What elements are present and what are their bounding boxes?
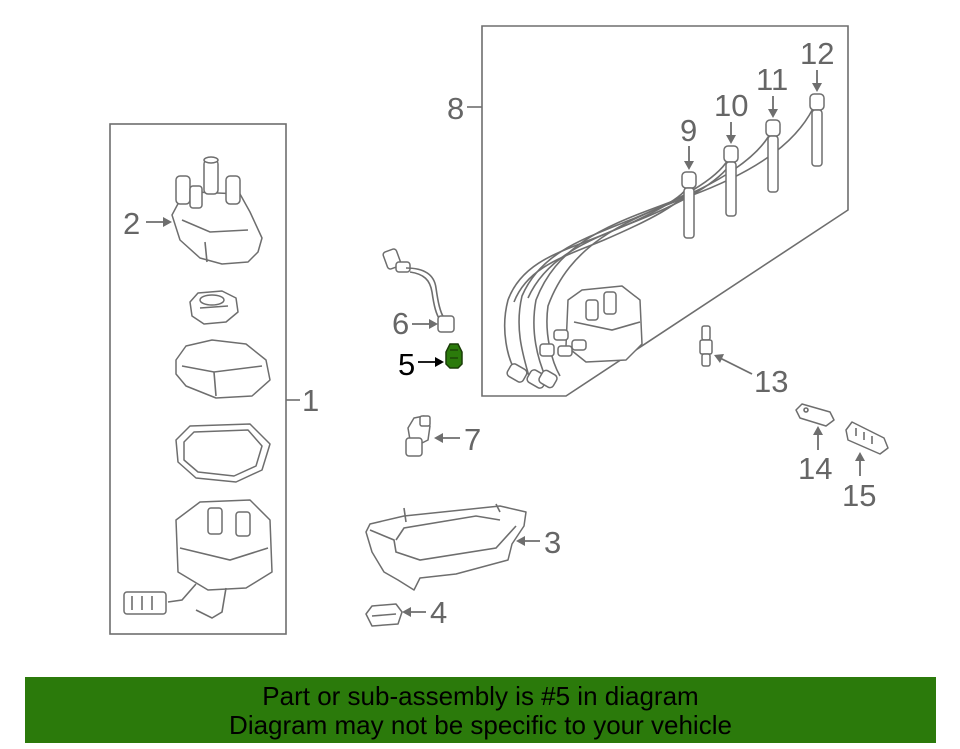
callout-2: 2: [123, 206, 140, 241]
clip-4[interactable]: [365, 603, 426, 627]
distributor-assembly-group: [109, 123, 300, 635]
distributor-group-frame: [109, 123, 287, 635]
plug-wire-11[interactable]: [765, 96, 781, 193]
distributor-connector[interactable]: [123, 591, 167, 615]
callout-1: 1: [302, 383, 319, 418]
callout-11: 11: [756, 62, 788, 97]
callout-10: 10: [714, 88, 748, 123]
callout-13: 13: [754, 364, 788, 399]
callout-4: 4: [430, 595, 447, 630]
callout-9: 9: [680, 113, 697, 148]
wire-boots-lower: [506, 343, 558, 389]
sensor-7[interactable]: [405, 415, 460, 457]
callout-3: 3: [544, 525, 561, 560]
sensor-with-harness[interactable]: [382, 248, 455, 333]
wire-set-distributor-cap: [553, 285, 643, 363]
callout-8: 8: [447, 91, 464, 126]
control-module[interactable]: [365, 503, 540, 591]
plug-wire-12[interactable]: [809, 70, 825, 167]
callout-12: 12: [800, 36, 834, 71]
callout-14: 14: [798, 451, 832, 486]
plug-wire-9[interactable]: [681, 146, 697, 239]
ignition-wire-set-group: [467, 25, 849, 397]
callout-2-arrow: [146, 217, 172, 227]
callout-6: 6: [392, 306, 409, 341]
bracket-14[interactable]: [795, 403, 835, 450]
info-banner: Part or sub-assembly is #5 in diagram Di…: [25, 677, 936, 743]
wire-set-group-frame: [481, 25, 849, 397]
distributor-housing[interactable]: [123, 499, 273, 619]
gasket[interactable]: [175, 423, 271, 483]
dust-cover[interactable]: [175, 339, 271, 399]
plug-wire-10[interactable]: [723, 122, 739, 217]
callout-7: 7: [464, 422, 481, 457]
callout-5: 5: [398, 347, 415, 382]
rotor[interactable]: [189, 290, 239, 325]
spark-plug[interactable]: [699, 325, 753, 375]
wire-holder-15[interactable]: [845, 421, 889, 476]
distributor-cap[interactable]: [171, 156, 263, 265]
highlighted-part-5[interactable]: [418, 343, 463, 369]
banner-line-1: Part or sub-assembly is #5 in diagram: [262, 681, 699, 711]
callout-15: 15: [842, 478, 876, 513]
banner-line-2: Diagram may not be specific to your vehi…: [229, 710, 732, 740]
